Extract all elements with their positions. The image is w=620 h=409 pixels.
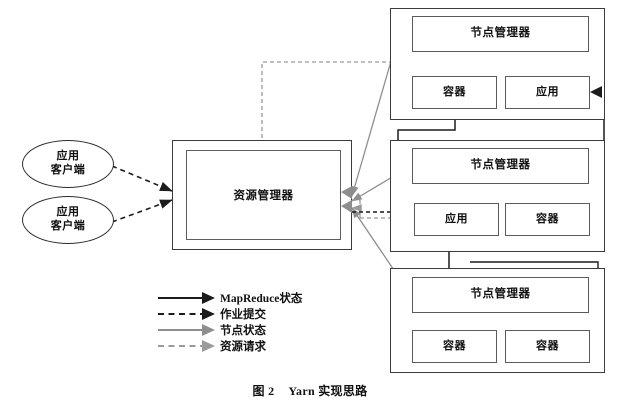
legend-key-node-status	[158, 323, 220, 337]
legend-key-resource-request	[158, 339, 220, 353]
node-1-node-manager[interactable]: 节点管理器	[412, 16, 589, 52]
app-client-2[interactable]: 应用 客户端	[22, 196, 114, 244]
resource-manager[interactable]: 资源管理器	[186, 150, 341, 240]
legend-item-node-status: 节点状态	[158, 322, 338, 338]
legend: MapReduce状态 作业提交 节点状态 资源请求	[158, 290, 338, 354]
legend-item-job-submission: 作业提交	[158, 306, 338, 322]
node-1-app-label: 应用	[536, 86, 559, 99]
legend-label-resource-request: 资源请求	[220, 341, 266, 353]
legend-key-job-submission	[158, 307, 220, 321]
legend-item-resource-request: 资源请求	[158, 338, 338, 354]
app-client-2-label: 应用 客户端	[50, 206, 86, 232]
node-3-container-a[interactable]: 容器	[412, 330, 497, 363]
node-2-app-label: 应用	[445, 213, 468, 226]
node-3-container-b[interactable]: 容器	[505, 330, 590, 363]
edge-job-submission-2	[111, 199, 173, 223]
node-3-node-manager-label: 节点管理器	[470, 288, 531, 301]
node-1-container-label: 容器	[443, 86, 466, 99]
node-3-container-b-label: 容器	[536, 340, 559, 353]
resource-manager-label: 资源管理器	[233, 190, 294, 202]
legend-label-mapreduce-status: MapReduce状态	[220, 293, 303, 305]
node-3-container-a-label: 容器	[443, 340, 466, 353]
app-client-1[interactable]: 应用 客户端	[22, 140, 114, 188]
node-1-node-manager-label: 节点管理器	[470, 27, 531, 40]
node-2-container-label: 容器	[536, 213, 559, 226]
edge-job-submission-1	[111, 165, 173, 192]
node-1-app[interactable]: 应用	[505, 76, 590, 109]
figure-caption-number: 图 2	[252, 384, 275, 398]
legend-label-job-submission: 作业提交	[220, 309, 266, 321]
node-2-app[interactable]: 应用	[414, 203, 499, 236]
legend-key-mapreduce-status	[158, 291, 220, 305]
legend-item-mapreduce-status: MapReduce状态	[158, 290, 338, 306]
legend-label-node-status: 节点状态	[220, 325, 266, 337]
app-client-1-label: 应用 客户端	[50, 150, 86, 176]
node-2-node-manager[interactable]: 节点管理器	[412, 148, 589, 184]
node-2-node-manager-label: 节点管理器	[470, 159, 531, 172]
node-1-container[interactable]: 容器	[412, 76, 497, 109]
node-2-container[interactable]: 容器	[505, 203, 590, 236]
node-3-node-manager[interactable]: 节点管理器	[412, 277, 589, 313]
figure-caption-title: Yarn 实现思路	[288, 384, 368, 398]
figure-caption: 图 2 Yarn 实现思路	[0, 382, 620, 399]
